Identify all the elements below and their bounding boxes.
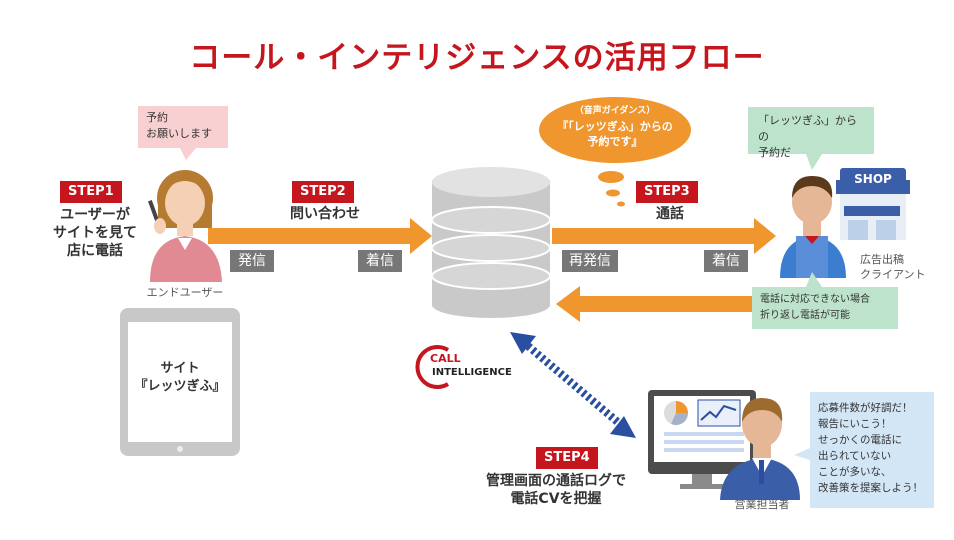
guidance-line1: 『「レッツぎふ」からの — [557, 120, 673, 133]
step3-label: STEP3 — [636, 181, 698, 203]
guidance-bubble-head: （音声ガイダンス） — [574, 106, 656, 116]
arrow-callback — [556, 286, 753, 322]
arrow-dashed-data — [510, 332, 636, 438]
guidance-bubble: 『「レッツぎふ」からの 予約です』 — [540, 119, 690, 149]
sales-line5: ことが多いな、 — [818, 466, 892, 478]
guidance-line2: 予約です』 — [587, 135, 643, 148]
step2-description: 問い合わせ — [290, 206, 360, 222]
sales-person-icon — [720, 398, 800, 500]
sales-line6: 改善策を提案しよう！ — [818, 482, 923, 494]
client-caption-line1: 広告出稿 — [860, 253, 904, 266]
client-bubble-line2: 予約だ — [758, 146, 791, 159]
step1-desc-line1: ユーザーが — [60, 207, 130, 223]
call-intelligence-logo — [415, 345, 450, 389]
sales-line2: 報告にいこう！ — [818, 418, 892, 430]
client-bubble-line1: 「レッツぎふ」からの — [758, 114, 857, 143]
arrow-step2 — [208, 218, 432, 254]
client-caption: 広告出稿 クライアント — [846, 252, 950, 282]
step4-desc-line2: 電話CVを把握 — [510, 491, 602, 507]
step3-description: 通話 — [656, 206, 684, 222]
step4-label: STEP4 — [536, 447, 598, 469]
step2-label: STEP2 — [292, 181, 354, 203]
logo-call: CALL — [430, 352, 461, 365]
label-saihasshin: 再発信 — [562, 250, 618, 272]
page-title: コール・インテリジェンスの活用フロー — [189, 40, 765, 76]
label-chakushin-2: 着信 — [704, 250, 748, 272]
enduser-bubble: 予約 お願いします — [138, 106, 228, 148]
enduser-bubble-line2: お願いします — [146, 127, 212, 140]
sales-line3: せっかくの電話に — [818, 434, 902, 446]
enduser-bubble-line1: 予約 — [146, 111, 168, 124]
client-caption-line2: クライアント — [860, 268, 926, 281]
sales-caption: 営業担当者 — [734, 498, 790, 511]
step4-desc-line1: 管理画面の通話ログで — [486, 473, 626, 489]
guidance-bubble-shape — [539, 97, 691, 207]
site-label-line1: サイト — [160, 361, 200, 376]
shop-sign: SHOP — [854, 172, 892, 186]
enduser-icon — [148, 170, 222, 282]
logo-intelligence: INTELLIGENCE — [432, 367, 512, 378]
callback-line2: 折り返し電話が可能 — [760, 310, 850, 321]
label-hasshin: 発信 — [230, 250, 274, 272]
sales-bubble: 応募件数が好調だ！ 報告にいこう！ せっかくの電話に 出られていない ことが多い… — [810, 392, 934, 508]
step4-description: 管理画面の通話ログで 電話CVを把握 — [466, 472, 646, 508]
site-label: サイト 『レッツぎふ』 — [128, 360, 232, 396]
step1-label: STEP1 — [60, 181, 122, 203]
step1-desc-line2: サイトを見て — [53, 225, 137, 241]
callback-line1: 電話に対応できない場合 — [760, 294, 870, 305]
site-label-line2: 『レッツぎふ』 — [134, 379, 226, 394]
step1-desc-line3: 店に電話 — [67, 243, 123, 259]
sales-line4: 出られていない — [818, 450, 892, 462]
client-icon — [780, 168, 910, 278]
enduser-caption: エンドユーザー — [146, 286, 224, 299]
callback-box: 電話に対応できない場合 折り返し電話が可能 — [752, 287, 898, 329]
sales-line1: 応募件数が好調だ！ — [818, 402, 913, 414]
monitor-icon — [648, 390, 756, 489]
step1-description: ユーザーが サイトを見て 店に電話 — [40, 206, 150, 260]
label-chakushin-1: 着信 — [358, 250, 402, 272]
client-bubble: 「レッツぎふ」からの 予約だ — [748, 107, 874, 159]
database-icon — [431, 167, 551, 318]
arrow-step3 — [552, 218, 776, 254]
site-tablet-icon — [120, 308, 240, 456]
